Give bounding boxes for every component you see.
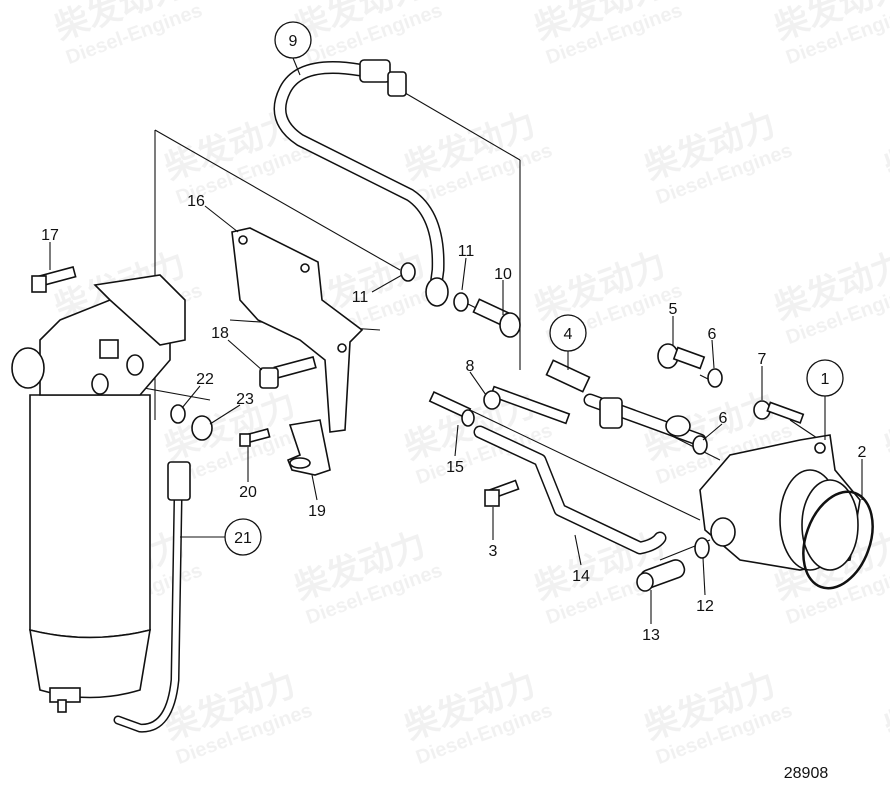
callout-number: 7: [758, 351, 767, 368]
washer-6b: [692, 435, 708, 455]
pipe-14: [473, 425, 667, 555]
banjo-bolt-5: [657, 343, 706, 370]
callout-10: 10: [494, 266, 512, 315]
callout-number: 5: [669, 301, 678, 318]
callout-circle: [224, 518, 262, 556]
callout-number: 3: [489, 543, 498, 560]
bolt-15: [428, 390, 475, 427]
callout-number: 22: [196, 371, 214, 388]
leader-line: [371, 274, 403, 293]
callout-number: 1: [821, 371, 830, 388]
callout-number: 18: [211, 325, 229, 342]
callout-5: 5: [669, 301, 678, 345]
pipe-4: [545, 359, 707, 447]
bolt-18: [259, 356, 317, 389]
fuel-filter-assembly: [11, 274, 186, 713]
leader-line: [702, 557, 706, 596]
bolt-17: [31, 266, 77, 293]
banjo-bolt-10: [472, 298, 521, 338]
leader-line: [469, 371, 487, 396]
callout-number: 11: [352, 289, 369, 306]
leader-line: [461, 257, 467, 291]
callout-number: 9: [289, 33, 298, 50]
washer-11b: [453, 292, 469, 312]
callout-13: 13: [642, 590, 660, 644]
callout-12: 12: [696, 557, 714, 615]
callout-19: 19: [308, 474, 326, 520]
callout-2: 2: [858, 444, 867, 500]
callout-number: 23: [236, 391, 254, 408]
leader-line: [227, 339, 263, 371]
callout-circle: [806, 359, 844, 397]
callout-23: 23: [209, 391, 254, 425]
nipple-13: [636, 559, 686, 592]
cable-21: [113, 461, 191, 733]
callout-14: 14: [572, 534, 590, 585]
callout-circle: [549, 314, 587, 352]
callout-18: 18: [211, 325, 263, 371]
callout-number: 14: [572, 568, 590, 585]
callout-number: 15: [446, 459, 464, 476]
callout-number: 4: [564, 326, 573, 343]
callout-number: 20: [239, 484, 257, 501]
callout-number: 8: [466, 358, 475, 375]
callout-number: 21: [234, 530, 252, 547]
callout-11: 11: [352, 274, 403, 306]
washer-22: [170, 404, 186, 424]
fuel-pipe-9: [273, 59, 449, 307]
callout-22: 22: [181, 371, 214, 409]
callout-6: 6: [708, 326, 717, 369]
leader-line: [574, 534, 582, 566]
drawing-number: 28908: [784, 765, 829, 782]
callout-number: 19: [308, 503, 326, 520]
pump-1: [699, 434, 861, 571]
callout-17: 17: [41, 227, 59, 270]
callout-8: 8: [466, 358, 487, 396]
callout-number: 12: [696, 598, 714, 615]
callout-9: 9: [274, 21, 312, 76]
plug-23: [191, 415, 213, 441]
callout-15: 15: [446, 424, 464, 476]
leader-line: [181, 385, 201, 409]
washer-11a: [400, 262, 416, 282]
callout-number: 6: [719, 410, 728, 427]
callout-number: 10: [494, 266, 512, 283]
leader-line: [204, 205, 239, 233]
callout-3: 3: [489, 507, 498, 560]
leader-line: [711, 339, 715, 369]
o-ring-2: [802, 490, 874, 590]
callout-4: 4: [549, 314, 587, 370]
leader-line: [702, 423, 723, 441]
callout-number: 17: [41, 227, 59, 244]
callout-number: 6: [708, 326, 717, 343]
callout-11: 11: [458, 243, 475, 291]
callout-number: 16: [187, 193, 205, 210]
callout-circle: [274, 21, 312, 59]
callout-6: 6: [702, 410, 728, 441]
bracket-16: [231, 227, 364, 433]
washer-12: [694, 537, 710, 559]
callout-20: 20: [239, 447, 257, 501]
callout-number: 13: [642, 627, 660, 644]
leader-line: [209, 404, 241, 425]
callout-number: 2: [858, 444, 867, 461]
leader-line: [292, 57, 301, 76]
callout-16: 16: [187, 193, 239, 233]
washer-6a: [707, 368, 723, 388]
callout-number: 11: [458, 243, 475, 260]
leader-line: [454, 424, 459, 457]
callout-1: 1: [806, 359, 844, 440]
callout-7: 7: [758, 351, 767, 400]
bolt-8: [483, 385, 571, 425]
bolt-7: [753, 400, 805, 424]
bolt-20: [239, 428, 271, 447]
bolt-3: [484, 479, 520, 507]
callout-21: 21: [180, 518, 262, 556]
leader-line: [311, 474, 318, 501]
